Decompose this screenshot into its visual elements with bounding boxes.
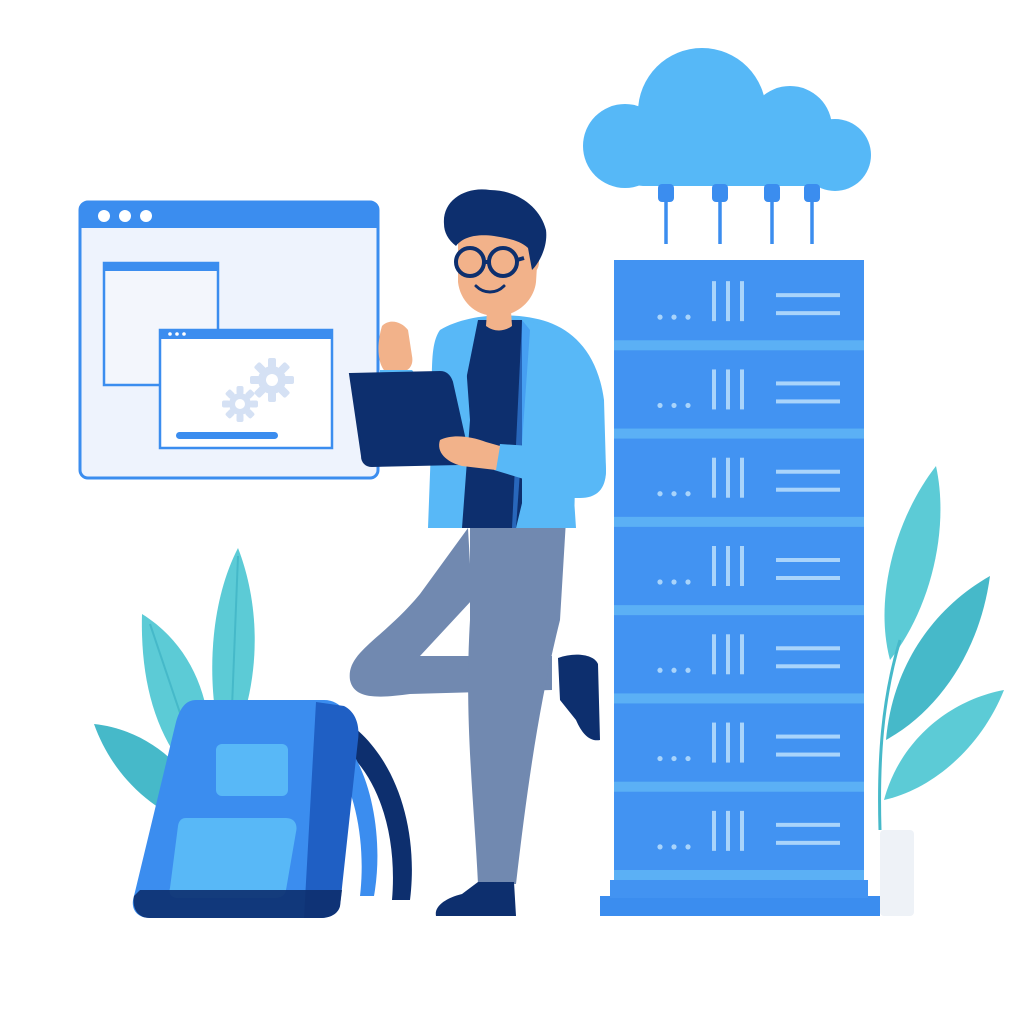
settings-window-icon	[158, 328, 334, 450]
cloud-connector-icon	[658, 184, 820, 244]
server-unit-icon	[614, 634, 864, 704]
person-with-tablet-icon	[348, 189, 606, 916]
server-rack-icon	[600, 260, 880, 916]
shoe-icon	[558, 654, 600, 741]
window-dot-icon	[119, 210, 131, 222]
server-unit-icon	[614, 722, 864, 792]
gear-icon	[222, 386, 258, 422]
server-unit-icon	[614, 369, 864, 439]
plant-icon	[878, 466, 1004, 916]
cloud-icon	[583, 48, 871, 244]
gear-icon	[250, 358, 294, 402]
glasses-icon	[454, 246, 525, 278]
server-unit-icon	[614, 457, 864, 527]
plant-pot-icon	[880, 830, 914, 916]
window-dot-icon	[140, 210, 152, 222]
server-unit-icon	[614, 546, 864, 616]
shoe-icon	[435, 882, 516, 916]
browser-window-icon	[78, 200, 380, 480]
server-unit-icon	[614, 810, 864, 880]
window-dot-icon	[98, 210, 110, 222]
server-unit-icon	[614, 281, 864, 351]
backpack-icon	[132, 700, 412, 918]
